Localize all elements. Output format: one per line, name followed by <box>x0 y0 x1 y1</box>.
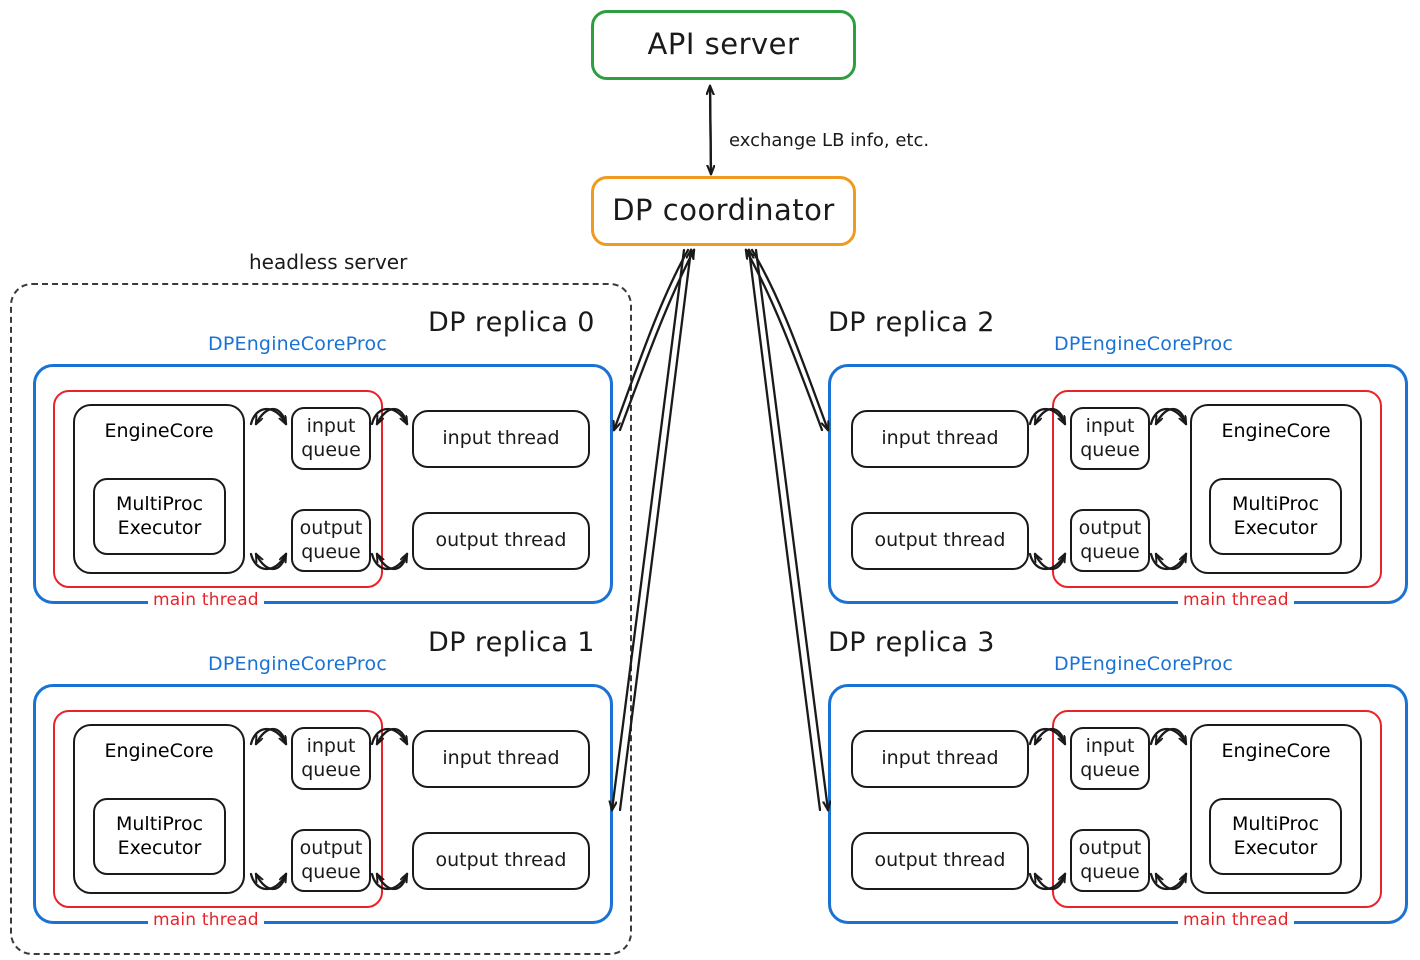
replica-1-engine-core-label: EngineCore <box>104 740 214 762</box>
replica-2-input-queue-label: input queue <box>1080 415 1140 461</box>
replica-1-input-queue[interactable]: input queue <box>291 727 371 790</box>
replica-1-output-queue[interactable]: output queue <box>291 829 371 892</box>
replica-2-input-queue[interactable]: input queue <box>1070 407 1150 470</box>
replica-0-output-queue-label: output queue <box>299 517 363 563</box>
replica-3-input-queue-label: input queue <box>1080 735 1140 781</box>
replica-3-input-thread-label: input thread <box>881 747 999 770</box>
replica-2-output-queue-label: output queue <box>1078 517 1142 563</box>
replica-2-input-thread-label: input thread <box>881 427 999 450</box>
replica-3-title: DP replica 3 <box>828 627 995 658</box>
replica-0-output-thread-label: output thread <box>435 529 567 552</box>
replica-2-output-thread[interactable]: output thread <box>851 512 1029 570</box>
replica-2-output-thread-label: output thread <box>874 529 1006 552</box>
replica-1-proc-label: DPEngineCoreProc <box>208 653 387 675</box>
replica-1-output-thread[interactable]: output thread <box>412 832 590 890</box>
replica-3-input-thread[interactable]: input thread <box>851 730 1029 788</box>
replica-0-engine-core[interactable]: EngineCore <box>73 404 245 574</box>
replica-3-engine-core-label: EngineCore <box>1221 740 1331 762</box>
replica-1-output-thread-label: output thread <box>435 849 567 872</box>
headless-server-label: headless server <box>249 250 408 274</box>
replica-0-main-thread-label: main thread <box>148 590 264 610</box>
replica-0-input-thread[interactable]: input thread <box>412 410 590 468</box>
replica-2-multiproc-executor[interactable]: MultiProc Executor <box>1209 478 1342 555</box>
replica-0-output-queue[interactable]: output queue <box>291 509 371 572</box>
arrow-api-to-coordinator <box>710 86 711 174</box>
replica-3-proc-label: DPEngineCoreProc <box>1054 653 1233 675</box>
replica-2-multiproc-executor-label: MultiProc Executor <box>1231 493 1320 539</box>
replica-1-multiproc-executor-label: MultiProc Executor <box>115 813 204 859</box>
replica-0-title: DP replica 0 <box>428 307 595 338</box>
api-server-node[interactable]: API server <box>591 10 856 80</box>
replica-1-input-queue-label: input queue <box>301 735 361 781</box>
replica-2-process[interactable] <box>828 364 1408 604</box>
replica-1-title: DP replica 1 <box>428 627 595 658</box>
replica-3-output-queue[interactable]: output queue <box>1070 829 1150 892</box>
replica-2-input-thread[interactable]: input thread <box>851 410 1029 468</box>
arrow-coordinator-replica-2 <box>746 250 828 430</box>
replica-3-input-queue[interactable]: input queue <box>1070 727 1150 790</box>
replica-1-engine-core[interactable]: EngineCore <box>73 724 245 894</box>
replica-0-engine-core-label: EngineCore <box>104 420 214 442</box>
replica-3-output-thread-label: output thread <box>874 849 1006 872</box>
replica-2-output-queue[interactable]: output queue <box>1070 509 1150 572</box>
replica-1-input-thread-label: input thread <box>442 747 560 770</box>
dp-coordinator-label: DP coordinator <box>612 193 835 228</box>
dp-coordinator-node[interactable]: DP coordinator <box>591 176 856 246</box>
replica-0-input-thread-label: input thread <box>442 427 560 450</box>
replica-0-input-queue-label: input queue <box>301 415 361 461</box>
replica-3-multiproc-executor-label: MultiProc Executor <box>1231 813 1320 859</box>
replica-1-multiproc-executor[interactable]: MultiProc Executor <box>93 798 226 875</box>
replica-2-title: DP replica 2 <box>828 307 995 338</box>
replica-1-main-thread[interactable] <box>53 710 383 908</box>
api-server-label: API server <box>647 27 800 62</box>
replica-2-proc-label: DPEngineCoreProc <box>1054 333 1233 355</box>
replica-2-engine-core-label: EngineCore <box>1221 420 1331 442</box>
replica-2-main-thread-label: main thread <box>1178 590 1294 610</box>
replica-1-main-thread-label: main thread <box>148 910 264 930</box>
replica-0-input-queue[interactable]: input queue <box>291 407 371 470</box>
replica-3-engine-core[interactable]: EngineCore <box>1190 724 1362 894</box>
replica-2-main-thread[interactable] <box>1052 390 1382 588</box>
replica-2-engine-core[interactable]: EngineCore <box>1190 404 1362 574</box>
replica-0-main-thread[interactable] <box>53 390 383 588</box>
replica-3-multiproc-executor[interactable]: MultiProc Executor <box>1209 798 1342 875</box>
replica-3-main-thread[interactable] <box>1052 710 1382 908</box>
exchange-link-label: exchange LB info, etc. <box>729 130 930 151</box>
replica-1-input-thread[interactable]: input thread <box>412 730 590 788</box>
replica-0-multiproc-executor-label: MultiProc Executor <box>115 493 204 539</box>
replica-3-output-queue-label: output queue <box>1078 837 1142 883</box>
replica-3-output-thread[interactable]: output thread <box>851 832 1029 890</box>
replica-3-main-thread-label: main thread <box>1178 910 1294 930</box>
arrow-coordinator-replica-3 <box>749 250 828 810</box>
replica-0-output-thread[interactable]: output thread <box>412 512 590 570</box>
replica-1-output-queue-label: output queue <box>299 837 363 883</box>
replica-0-proc-label: DPEngineCoreProc <box>208 333 387 355</box>
replica-0-multiproc-executor[interactable]: MultiProc Executor <box>93 478 226 555</box>
